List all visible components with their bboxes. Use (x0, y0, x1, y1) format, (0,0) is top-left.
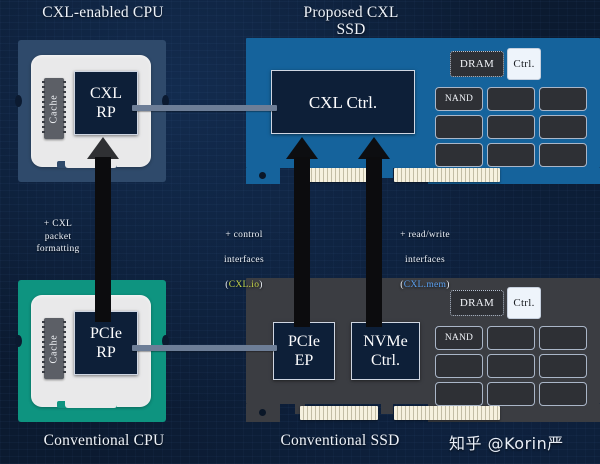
ssd-bottom-nand-chip (435, 382, 483, 406)
ssd-bottom-nand-chip (539, 326, 587, 350)
ssd-bottom-gold-fingers-left (300, 406, 378, 420)
conventional-cpu-package: Cache PCIe RP (15, 280, 169, 422)
ssd-top-nand-chip (487, 143, 535, 167)
ssd-bottom-nand-chip (487, 354, 535, 378)
nand-label: NAND (444, 333, 474, 343)
ssd-bottom-nand-chip (539, 354, 587, 378)
cpu-upgrade-arrow (87, 137, 119, 322)
pcie-ep-line2: EP (294, 352, 314, 369)
ctrl-label: Ctrl. (513, 58, 535, 70)
pcie-ep-line1: PCIe (288, 333, 320, 350)
pcie-rp-line1: PCIe (90, 325, 122, 342)
ssd-bottom-key-tab-b (381, 404, 393, 414)
ssd-top-nand-chip (435, 115, 483, 139)
proposed-cxl-ssd-board: CXL Ctrl. DRAM Ctrl. NAND (246, 38, 600, 188)
ssd-bottom-gold-fingers-right (394, 406, 500, 420)
cache-label: Cache (48, 94, 60, 123)
conventional-cpu-cache-chip: Cache (42, 318, 66, 379)
pcie-rp-line2: RP (96, 344, 116, 361)
annotation-readwrite-line2: interfaces (405, 254, 445, 265)
ssd-top-nand-chip (539, 87, 587, 111)
pcie-link-line (132, 345, 277, 351)
ssd-top-nand-chip (487, 115, 535, 139)
ssd-top-nand-chip (539, 143, 587, 167)
conventional-ssd-board: PCIe EP NVMe Ctrl. DRAM Ctrl. NAND (246, 278, 600, 430)
cache-label: Cache (48, 334, 60, 363)
ssd-top-ctrl-chip: Ctrl. (507, 48, 541, 80)
cpu-notch-right (162, 95, 169, 107)
watermark: 知乎 @Korin严 (449, 434, 564, 453)
cpu-notch-left (15, 335, 22, 347)
cxl-rp-line1: CXL (90, 85, 122, 102)
ssd-top-nand-chip-labeled: NAND (435, 87, 483, 111)
ssd-bottom-nand-chip (539, 382, 587, 406)
nvme-ctrl-line2: Ctrl. (371, 352, 400, 369)
cxl-io-accent: CXL.io (228, 279, 260, 290)
cxl-ctrl-label: CXL Ctrl. (308, 92, 378, 112)
nvme-ctrl-line1: NVMe (363, 333, 408, 350)
title-conventional-cpu: Conventional CPU (43, 432, 165, 449)
ssd-top-nand-chip (539, 115, 587, 139)
ssd-control-interface-arrow (286, 137, 318, 327)
ssd-bottom-ctrl-chip: Ctrl. (507, 287, 541, 319)
dram-label: DRAM (459, 297, 495, 309)
ssd-top-screw-hole (259, 172, 266, 179)
dram-label: DRAM (459, 58, 495, 70)
cxl-mem-accent: CXL.mem (403, 279, 447, 290)
annotation-control-interfaces: + control interfaces (CXL.io) (198, 216, 290, 304)
annotation-control-line3: (CXL.io) (225, 279, 263, 290)
annotation-cxl-packet-formatting: + CXL packet formatting (36, 219, 80, 254)
annotation-readwrite-line1: + read/write (400, 229, 450, 240)
cpu-notch-left (15, 95, 22, 107)
ssd-bottom-nand-chip-labeled: NAND (435, 326, 483, 350)
title-proposed-cxl-ssd: Proposed CXL SSD (303, 4, 399, 38)
ssd-top-dram-chip: DRAM (450, 51, 504, 77)
ssd-bottom-nand-chip (487, 382, 535, 406)
ssd-readwrite-interface-arrow (358, 137, 390, 327)
ssd-bottom-nand-chip (435, 354, 483, 378)
title-cxl-enabled-cpu: CXL-enabled CPU (42, 4, 164, 21)
ssd-top-gold-fingers-left (300, 168, 378, 182)
cpu-notch-right (162, 335, 169, 347)
ssd-bottom-nand-chip (487, 326, 535, 350)
annotation-readwrite-interfaces: + read/write interfaces (CXL.mem) (372, 216, 478, 304)
title-conventional-ssd: Conventional SSD (280, 432, 400, 449)
nand-label: NAND (444, 94, 474, 104)
cxl-link-line (132, 105, 277, 111)
ssd-top-key-tab-b (381, 168, 393, 178)
ssd-bottom-screw-hole (259, 409, 266, 416)
cxl-controller-block: CXL Ctrl. (271, 70, 415, 134)
ssd-top-nand-chip (487, 87, 535, 111)
cxl-root-port-block: CXL RP (74, 71, 138, 135)
ssd-bottom-dram-chip: DRAM (450, 290, 504, 316)
ssd-top-gold-fingers-right (394, 168, 500, 182)
ctrl-label: Ctrl. (513, 297, 535, 309)
cxl-cpu-cache-chip: Cache (42, 78, 66, 139)
cxl-rp-line2: RP (96, 104, 116, 121)
ssd-top-nand-chip (435, 143, 483, 167)
annotation-readwrite-line3: (CXL.mem) (400, 279, 450, 290)
pcie-endpoint-block: PCIe EP (273, 322, 335, 380)
nvme-controller-block: NVMe Ctrl. (351, 322, 420, 380)
annotation-control-line2: interfaces (224, 254, 264, 265)
annotation-control-line1: + control (225, 229, 263, 240)
